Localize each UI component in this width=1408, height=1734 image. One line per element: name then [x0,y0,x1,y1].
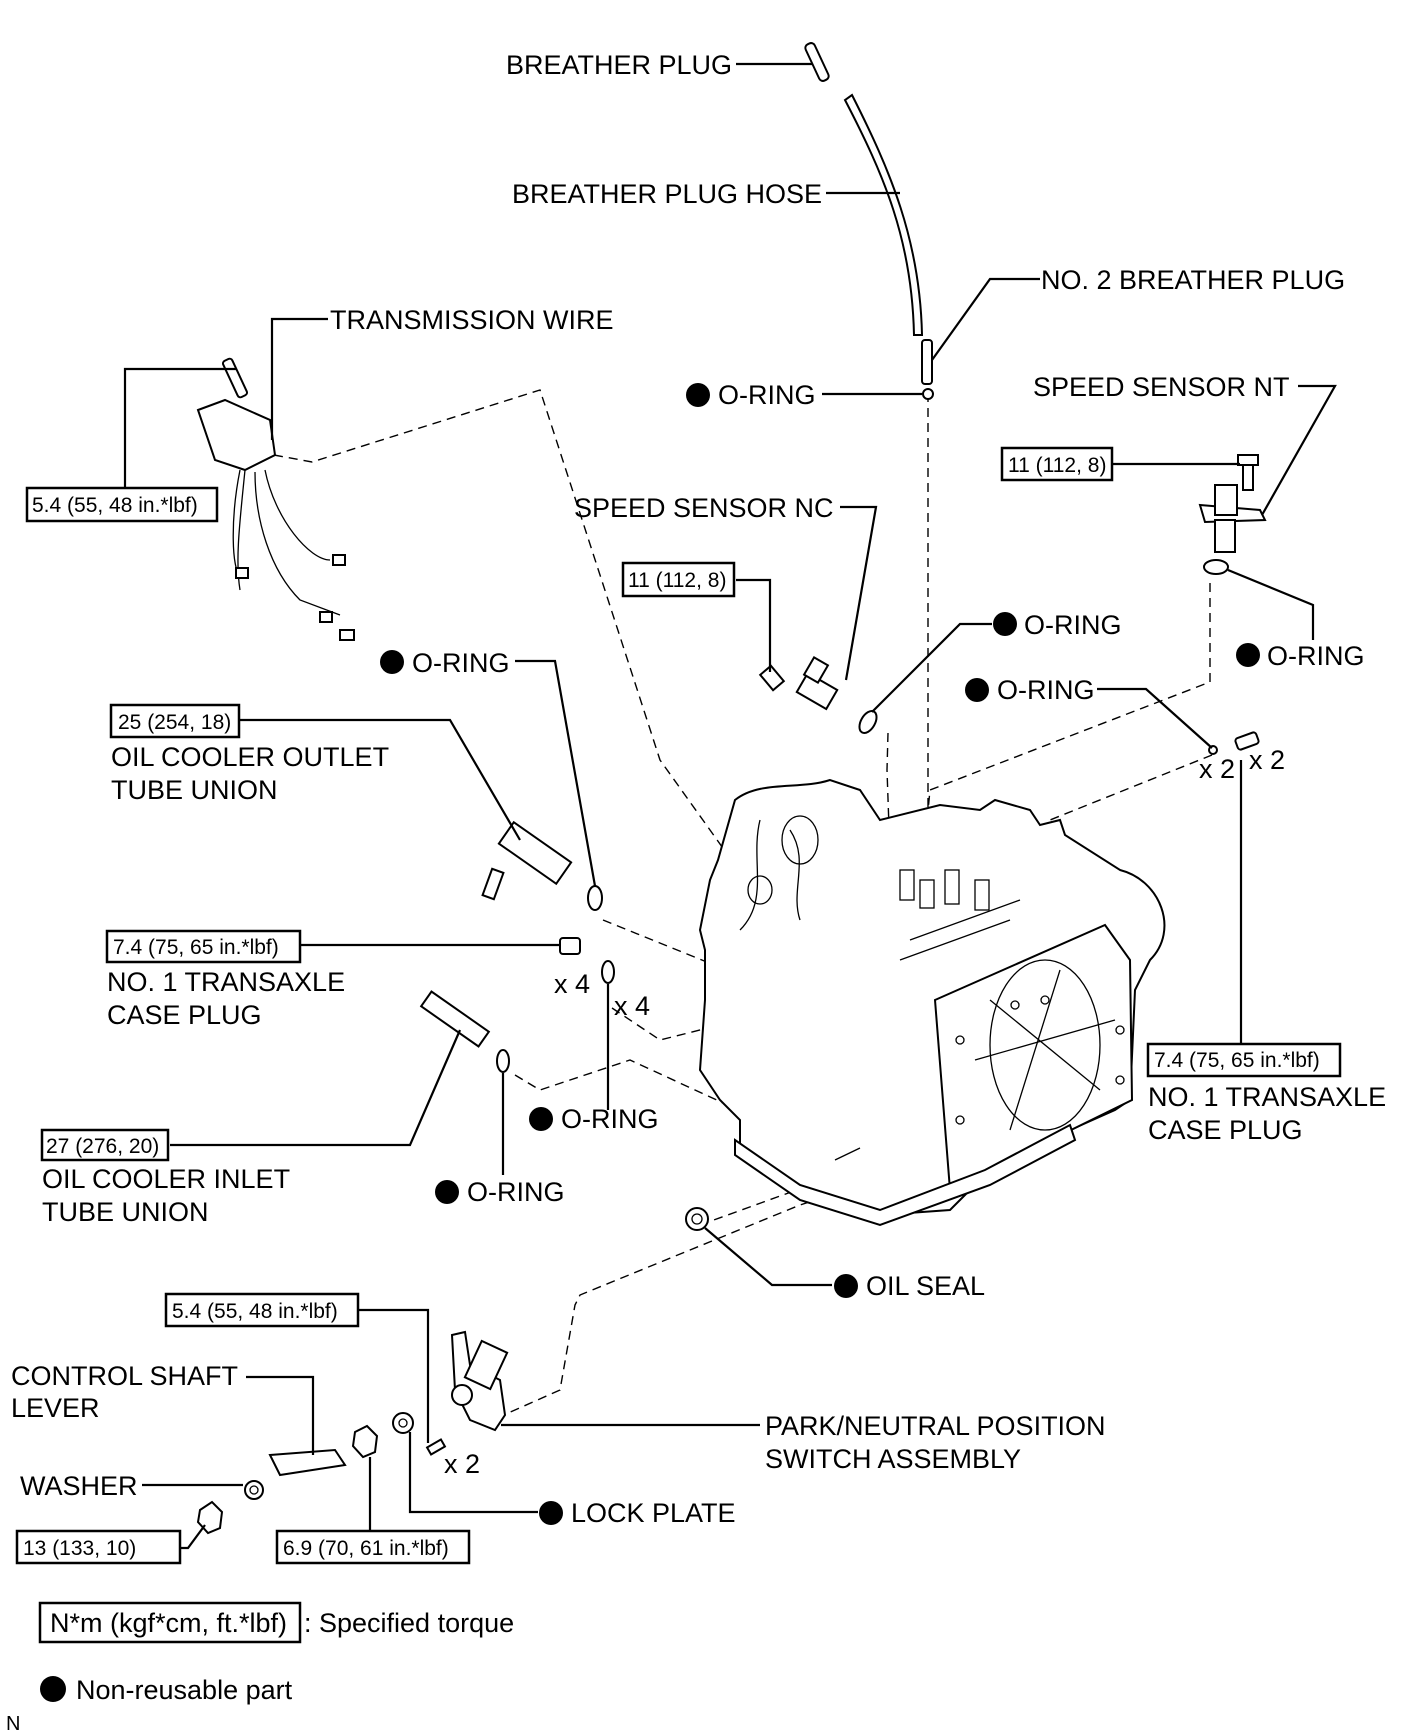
legend-torque-unit: N*m (kgf*cm, ft.*lbf) [50,1608,287,1638]
label-oil-seal: OIL SEAL [866,1271,985,1301]
label-lock-plate: LOCK PLATE [571,1498,736,1528]
breather-plug-part [804,42,830,82]
torque-box-speed-sensor-nt [1000,446,1114,482]
label-no2-breather-plug: NO. 2 BREATHER PLUG [1041,265,1345,295]
legend: N*m (kgf*cm, ft.*lbf) : Specified torque… [38,1601,514,1705]
label-o-ring-top: O-RING [718,380,816,410]
torque-switch-bolt: 5.4 (55, 48 in.*lbf) [172,1300,338,1323]
legend-torque-desc: : Specified torque [304,1608,514,1638]
speed-sensor-nc-part [758,655,878,734]
torque-switch-nut: 6.9 (70, 61 in.*lbf) [283,1537,449,1560]
non-reusable-icon [40,1676,66,1702]
no2-breather-plug-part [921,339,933,385]
non-reusable-icon [993,612,1017,636]
label-breather-plug: BREATHER PLUG [506,50,732,80]
legend-non-reusable: Non-reusable part [76,1675,293,1705]
qty-x4-oring-left: x 4 [614,991,650,1021]
non-reusable-icon [539,1501,563,1525]
label-transmission-wire: TRANSMISSION WIRE [330,305,614,335]
oil-cooler-inlet-part [419,990,510,1073]
torque-case-plug-right: 7.4 (75, 65 in.*lbf) [1154,1049,1320,1072]
top-oring-part [922,388,934,400]
non-reusable-icon [686,383,710,407]
oil-cooler-outlet-part [481,820,603,911]
label-park-neutral-1: PARK/NEUTRAL POSITION [765,1411,1106,1441]
lock-plate-part [392,1412,414,1434]
torque-case-plug-left: 7.4 (75, 65 in.*lbf) [113,936,279,959]
torque-speed-sensor-nt: 11 (112, 8) [1008,454,1106,477]
legend-torque-box [38,1601,302,1644]
label-oil-cooler-inlet-1: OIL COOLER INLET [42,1164,290,1194]
qty-x4-plug-left: x 4 [554,969,590,999]
case-plug-right-part [1208,731,1260,755]
label-oil-cooler-inlet-2: TUBE UNION [42,1197,209,1227]
non-reusable-icon [529,1107,553,1131]
torque-box-speed-sensor-nc [621,561,736,598]
transmission-wire-part [196,357,355,641]
non-reusable-icon [965,678,989,702]
label-o-ring-right-plug: O-RING [997,675,1095,705]
label-breather-plug-hose: BREATHER PLUG HOSE [512,179,822,209]
label-park-neutral-2: SWITCH ASSEMBLY [765,1444,1021,1474]
label-speed-sensor-nc: SPEED SENSOR NC [574,493,834,523]
label-o-ring-inlet: O-RING [467,1177,565,1207]
label-o-ring-nc: O-RING [1024,610,1122,640]
speed-sensor-nt-part [1198,454,1267,575]
torque-box-switch-nut [275,1529,471,1565]
park-neutral-switch-part [425,1330,509,1456]
label-o-ring-outlet: O-RING [412,648,510,678]
footer-code: N [6,1713,20,1734]
label-control-shaft-1: CONTROL SHAFT [11,1361,238,1391]
torque-transmission-wire: 5.4 (55, 48 in.*lbf) [32,494,198,517]
transaxle-case [698,778,1166,1227]
torque-box-case-plug-right [1146,1042,1342,1078]
qty-x2-plug-right: x 2 [1249,745,1285,775]
label-control-shaft-2: LEVER [11,1393,100,1423]
switch-nut-part [351,1424,379,1459]
label-oil-cooler-outlet-2: TUBE UNION [111,775,278,805]
label-o-ring-nt: O-RING [1267,641,1365,671]
case-plug-left-part [559,937,615,984]
label-speed-sensor-nt: SPEED SENSOR NT [1033,372,1290,402]
torque-box-control-shaft-nut [15,1529,182,1565]
torque-control-shaft-nut: 13 (133, 10) [23,1537,136,1560]
non-reusable-icon [834,1274,858,1298]
label-case-plug-right-1: NO. 1 TRANSAXLE [1148,1082,1386,1112]
non-reusable-icon [380,650,404,674]
torque-speed-sensor-nc: 11 (112, 8) [628,569,726,592]
label-o-ring-x4: O-RING [561,1104,659,1134]
torque-box-transmission-wire [25,486,219,523]
torque-box-oil-cooler-outlet [109,703,241,739]
torque-box-oil-cooler-inlet [40,1128,170,1162]
label-oil-cooler-outlet-1: OIL COOLER OUTLET [111,742,389,772]
oil-seal-part [685,1207,709,1231]
control-shaft-lever-part [268,1448,347,1477]
washer-part [244,1480,264,1500]
label-washer: WASHER [20,1471,138,1501]
leader-lines [123,62,1337,1550]
qty-x2-oring-right: x 2 [1199,754,1235,784]
qty-x2-switch-bolt: x 2 [444,1449,480,1479]
label-case-plug-left-1: NO. 1 TRANSAXLE [107,967,345,997]
non-reusable-icon [1236,643,1260,667]
breather-hose-part [843,93,924,336]
non-reusable-icon [435,1180,459,1204]
torque-box-case-plug-left [105,929,302,964]
torque-box-switch-bolt [164,1292,360,1328]
torque-oil-cooler-inlet: 27 (276, 20) [46,1135,159,1158]
label-case-plug-right-2: CASE PLUG [1148,1115,1303,1145]
torque-oil-cooler-outlet: 25 (254, 18) [118,711,231,734]
label-case-plug-left-2: CASE PLUG [107,1000,262,1030]
